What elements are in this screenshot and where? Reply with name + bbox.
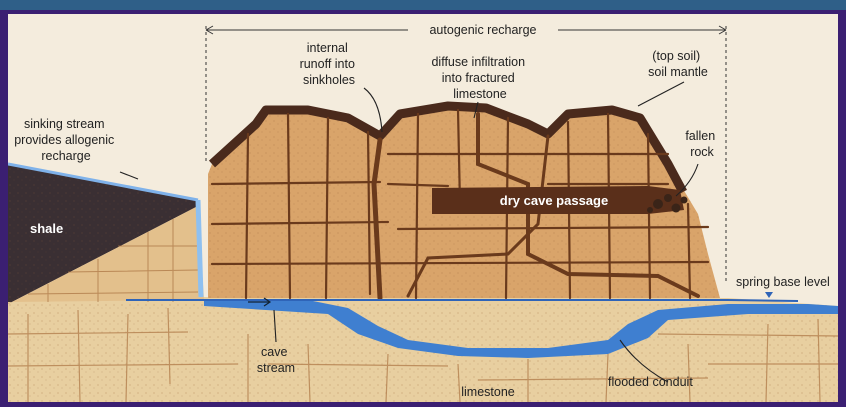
karst-diagram: autogenic recharge internal runoff into … xyxy=(8,14,838,402)
label-internal-runoff: internal runoff into sinkholes xyxy=(300,41,359,87)
water-table-line xyxy=(126,300,798,301)
label-limestone: limestone xyxy=(461,385,515,399)
label-spring-base-level: spring base level xyxy=(736,275,830,289)
label-topsoil: (top soil) soil mantle xyxy=(648,49,708,79)
diagram-svg: autogenic recharge internal runoff into … xyxy=(8,14,838,402)
top-bar xyxy=(0,0,846,10)
label-diffuse-infiltration: diffuse infiltration into fractured lime… xyxy=(431,55,528,101)
label-sinking-stream: sinking stream provides allogenic rechar… xyxy=(14,117,118,163)
label-fallen-rock: fallen rock xyxy=(685,129,718,159)
label-dry-cave-passage: dry cave passage xyxy=(500,193,608,208)
label-shale: shale xyxy=(30,221,63,236)
spring-marker xyxy=(765,292,773,298)
label-autogenic-recharge: autogenic recharge xyxy=(429,23,536,37)
label-flooded-conduit: flooded conduit xyxy=(608,375,693,389)
